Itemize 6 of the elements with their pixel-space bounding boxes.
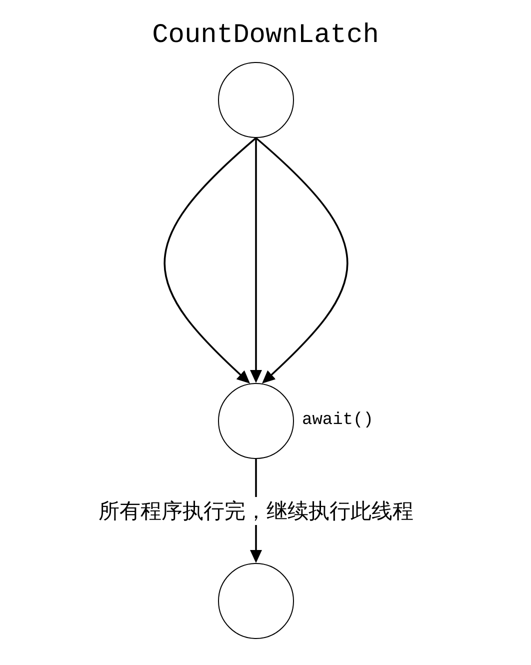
arrow xyxy=(250,138,262,383)
curved-arrow xyxy=(164,137,257,384)
diagram-title: CountDownLatch xyxy=(152,20,379,52)
method-label: await() xyxy=(302,410,374,432)
edge-label: 所有程序执行完，继续执行此线程 xyxy=(98,497,414,525)
curved-arrow xyxy=(255,137,348,384)
